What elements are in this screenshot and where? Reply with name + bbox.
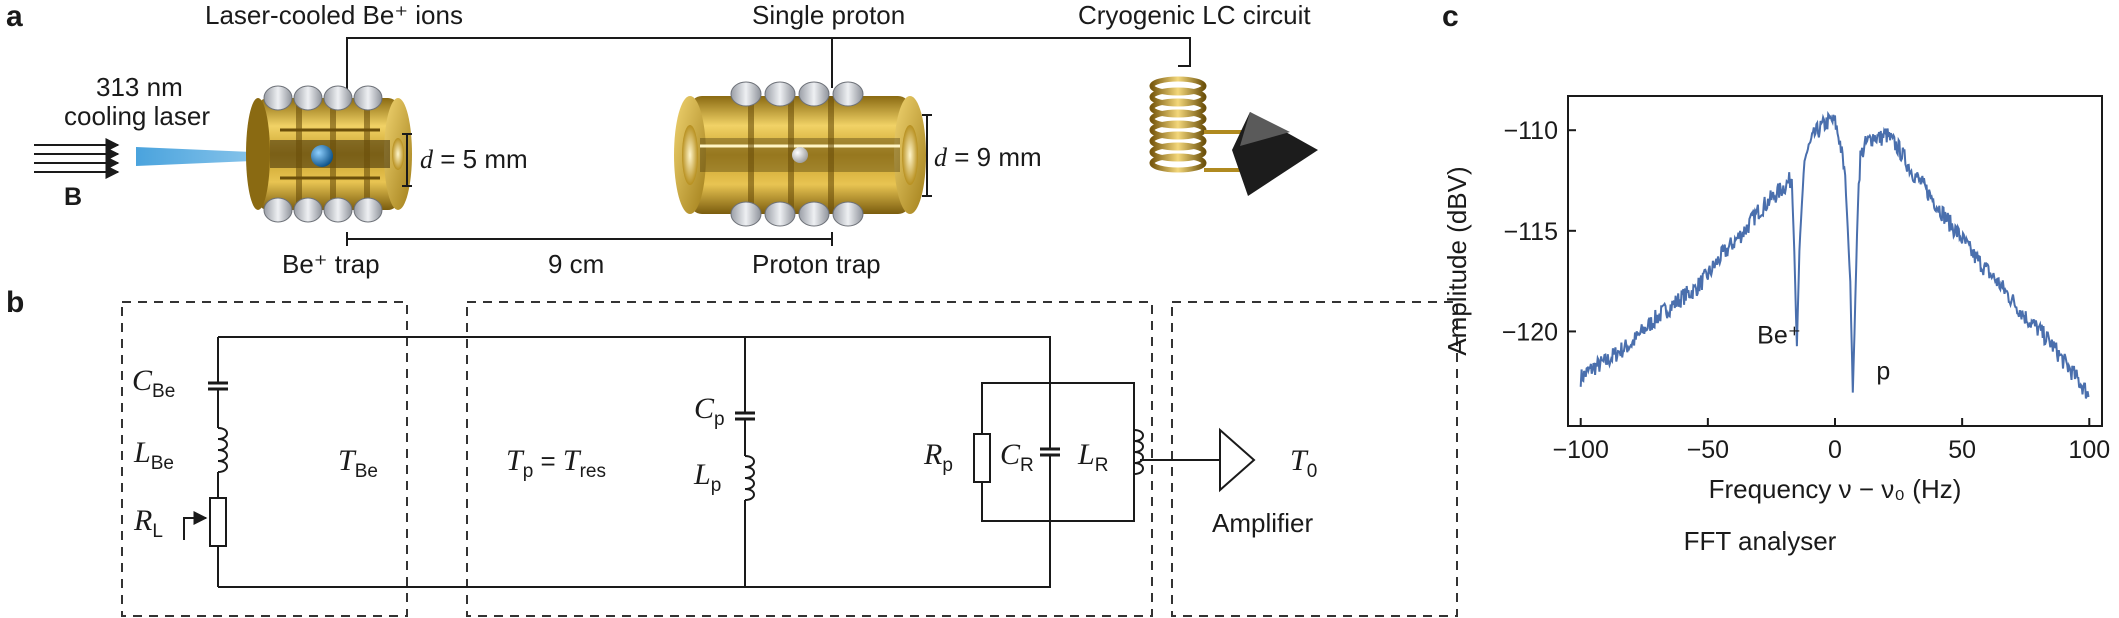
be-trap-label: Be⁺ trap — [282, 249, 380, 279]
c-r-label: CR — [1000, 438, 1034, 476]
r-p-resistor — [973, 433, 991, 483]
proton-trap-d-value: = 9 mm — [947, 142, 1042, 172]
spectrum-annotation: Be⁺ — [1757, 322, 1801, 350]
x-axis-label: Frequency ν − ν₀ (Hz) — [1709, 474, 1962, 504]
y-axis-label: Amplitude (dBV) — [1442, 166, 1472, 355]
panel-c-label: c — [1442, 0, 1459, 33]
circuit-bottom-wire — [218, 521, 1051, 588]
lc-coil-illustration — [1149, 76, 1318, 196]
plot-frame — [1567, 95, 2103, 427]
x-tick-label: −100 — [1553, 436, 1609, 464]
y-tick-label: −115 — [1504, 218, 1558, 246]
lc-circuit-label: Cryogenic LC circuit — [1078, 0, 1311, 30]
be-trap-diameter-label: d = 5 mm — [420, 144, 528, 174]
be-trap-diameter-bar — [402, 133, 412, 187]
c-be-label: CBe — [132, 364, 175, 402]
amplifier-symbol — [1219, 427, 1256, 493]
c-p-label: Cp — [694, 392, 725, 430]
be-trap-box — [121, 301, 408, 617]
y-tick-label: −120 — [1502, 318, 1558, 346]
y-tick-label: −110 — [1504, 117, 1558, 145]
laser-wavelength-label: 313 nm — [96, 72, 183, 102]
r-l-label: RL — [133, 504, 163, 542]
be-ions-label: Laser-cooled Be⁺ ions — [205, 0, 463, 30]
x-tick-label: 0 — [1828, 436, 1842, 464]
panel-a-label: a — [6, 0, 23, 33]
t-be-label: TBe — [338, 444, 378, 482]
spectrum-annotation: p — [1876, 358, 1890, 386]
l-be-label: LBe — [133, 436, 174, 474]
proton-trap-diameter-bar — [922, 114, 932, 197]
be-ion-cloud — [311, 145, 333, 167]
d-symbol-proton: d — [934, 143, 948, 172]
x-tick-label: 100 — [2068, 436, 2110, 464]
l-p-inductor — [744, 455, 755, 501]
l-r-label: LR — [1077, 438, 1108, 476]
spectrum-line — [1579, 110, 2090, 399]
amplifier-label: Amplifier — [1212, 508, 1313, 538]
distance-label: 9 cm — [548, 249, 604, 279]
proton-trap-label: Proton trap — [752, 249, 881, 279]
panel-c: c −100 −50 0 50 100 −110 −115 −120 Be⁺ pFrequency… — [1442, 0, 2110, 556]
be-trap-illustration — [246, 85, 412, 223]
circuit-top-wire — [218, 336, 1051, 383]
panel-a: a Laser-cooled Be⁺ ions Single proton Cr… — [6, 0, 1318, 279]
x-tick-label: 50 — [1948, 436, 1976, 464]
panel-b: b CBe LBe RL TBe Tp = Tres Cp Lp — [6, 286, 1458, 617]
proton-trap-diameter-label: d = 9 mm — [934, 142, 1042, 172]
be-trap-d-value: = 5 mm — [433, 144, 528, 174]
t-0-label: T0 — [1290, 444, 1317, 482]
r-l-variable-arrow — [183, 511, 208, 540]
single-proton-label: Single proton — [752, 0, 905, 30]
d-symbol-be: d — [420, 145, 434, 174]
laser-name-label: cooling laser — [64, 101, 210, 131]
r-l-resistor — [209, 497, 227, 547]
l-p-label: Lp — [693, 458, 721, 496]
l-be-inductor — [217, 427, 228, 473]
panel-b-label: b — [6, 286, 24, 319]
trap-distance-bar — [346, 232, 833, 246]
proton-trap-box — [466, 301, 1153, 617]
x-tick-label: −50 — [1687, 436, 1729, 464]
t-p-equals-t-res-label: Tp = Tres — [506, 444, 606, 482]
l-r-inductor — [1133, 429, 1144, 475]
cooling-laser-beam — [136, 147, 320, 166]
proton-particle — [792, 147, 808, 163]
fft-analyser-label: FFT analyser — [1684, 526, 1837, 556]
proton-trap-illustration — [674, 81, 926, 227]
r-p-label: Rp — [923, 438, 953, 476]
magnetic-field-arrows — [34, 138, 120, 179]
trap-connection-wire — [346, 37, 1191, 100]
magnetic-field-label: B — [64, 183, 82, 211]
